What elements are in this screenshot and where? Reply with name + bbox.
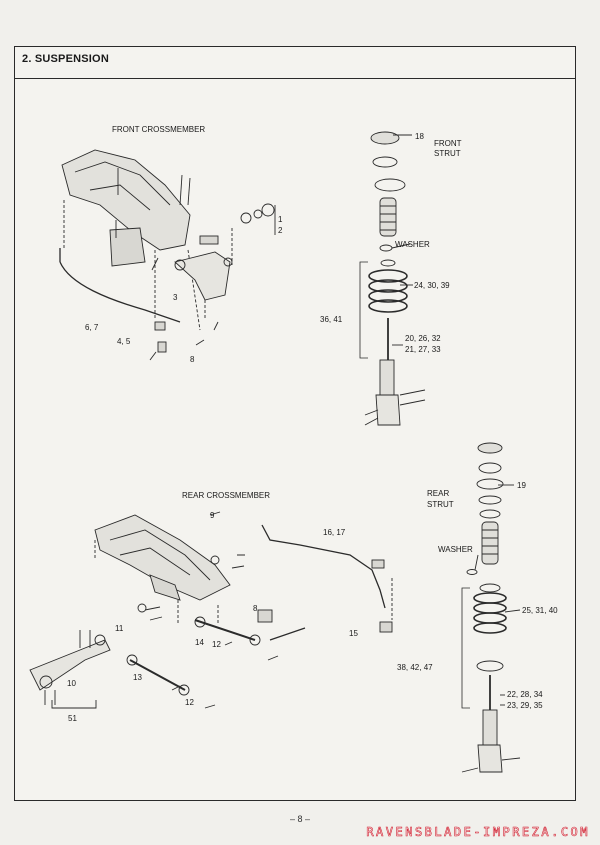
callout-16-17: 16, 17	[323, 528, 346, 537]
front-strut-body	[379, 359, 395, 396]
callout-12-upper: 12	[212, 640, 221, 649]
rear-bump-boot	[481, 521, 499, 565]
rear-crossmember-label: REAR CROSSMEMBER	[182, 491, 270, 500]
callout-24-30-39: 24, 30, 39	[414, 281, 450, 290]
rear-washer-label: WASHER	[438, 545, 473, 554]
callout-9: 9	[210, 511, 215, 520]
rear-lateral-link-rear	[129, 659, 186, 691]
front-strut-label-2: STRUT	[434, 149, 461, 158]
callout-11: 11	[115, 624, 124, 633]
front-crossmember-label: FRONT CROSSMEMBER	[112, 125, 205, 134]
callout-10: 10	[67, 679, 76, 688]
front-bump-boot	[379, 197, 397, 237]
front-transverse-link	[174, 251, 231, 301]
callout-2: 2	[278, 226, 283, 235]
rear-lateral-link-front	[194, 619, 256, 641]
front-assembly	[59, 131, 426, 426]
front-washer-label: WASHER	[395, 240, 430, 249]
callout-1: 1	[278, 215, 283, 224]
callout-12-lower: 12	[185, 698, 194, 707]
callout-22-28-34: 22, 28, 34	[507, 690, 543, 699]
callout-14: 14	[195, 638, 204, 647]
callout-8-front: 8	[190, 355, 195, 364]
callout-6-7: 6, 7	[85, 323, 99, 332]
front-strut-mount	[370, 131, 400, 145]
callout-23-29-35: 23, 29, 35	[507, 701, 543, 710]
callout-4-5: 4, 5	[117, 337, 131, 346]
callout-18: 18	[415, 132, 424, 141]
rear-stabilizer-bar	[261, 524, 386, 609]
front-coil-spring	[368, 269, 408, 313]
callout-21-27-33: 21, 27, 33	[405, 345, 441, 354]
section-title: 2. SUSPENSION	[22, 53, 109, 65]
callout-19: 19	[517, 481, 526, 490]
rear-strut-label-1: REAR	[427, 489, 449, 498]
callout-36-41: 36, 41	[320, 315, 343, 324]
watermark: RAVENSBLADE-IMPREZA.COM	[366, 825, 590, 840]
rear-coil-spring	[473, 592, 507, 634]
callout-38-42-47: 38, 42, 47	[397, 663, 433, 672]
rear-strut-mount	[477, 442, 503, 454]
rear-assembly	[29, 442, 521, 773]
front-strut-label-1: FRONT	[434, 139, 462, 148]
page-number: – 8 –	[289, 814, 311, 824]
callout-51: 51	[68, 714, 77, 723]
callout-20-26-32: 20, 26, 32	[405, 334, 441, 343]
rear-strut-body	[482, 709, 498, 746]
rear-crossmember-shape	[94, 514, 231, 601]
callout-3: 3	[173, 293, 178, 302]
rear-strut-label-2: STRUT	[427, 500, 454, 509]
front-stabilizer-bar	[59, 261, 181, 323]
front-crossmember-shape	[61, 149, 191, 251]
callout-15: 15	[349, 629, 358, 638]
callout-8-rear: 8	[253, 604, 258, 613]
section-header: 2. SUSPENSION	[15, 47, 575, 79]
callout-25-31-40: 25, 31, 40	[522, 606, 558, 615]
callout-13: 13	[133, 673, 142, 682]
